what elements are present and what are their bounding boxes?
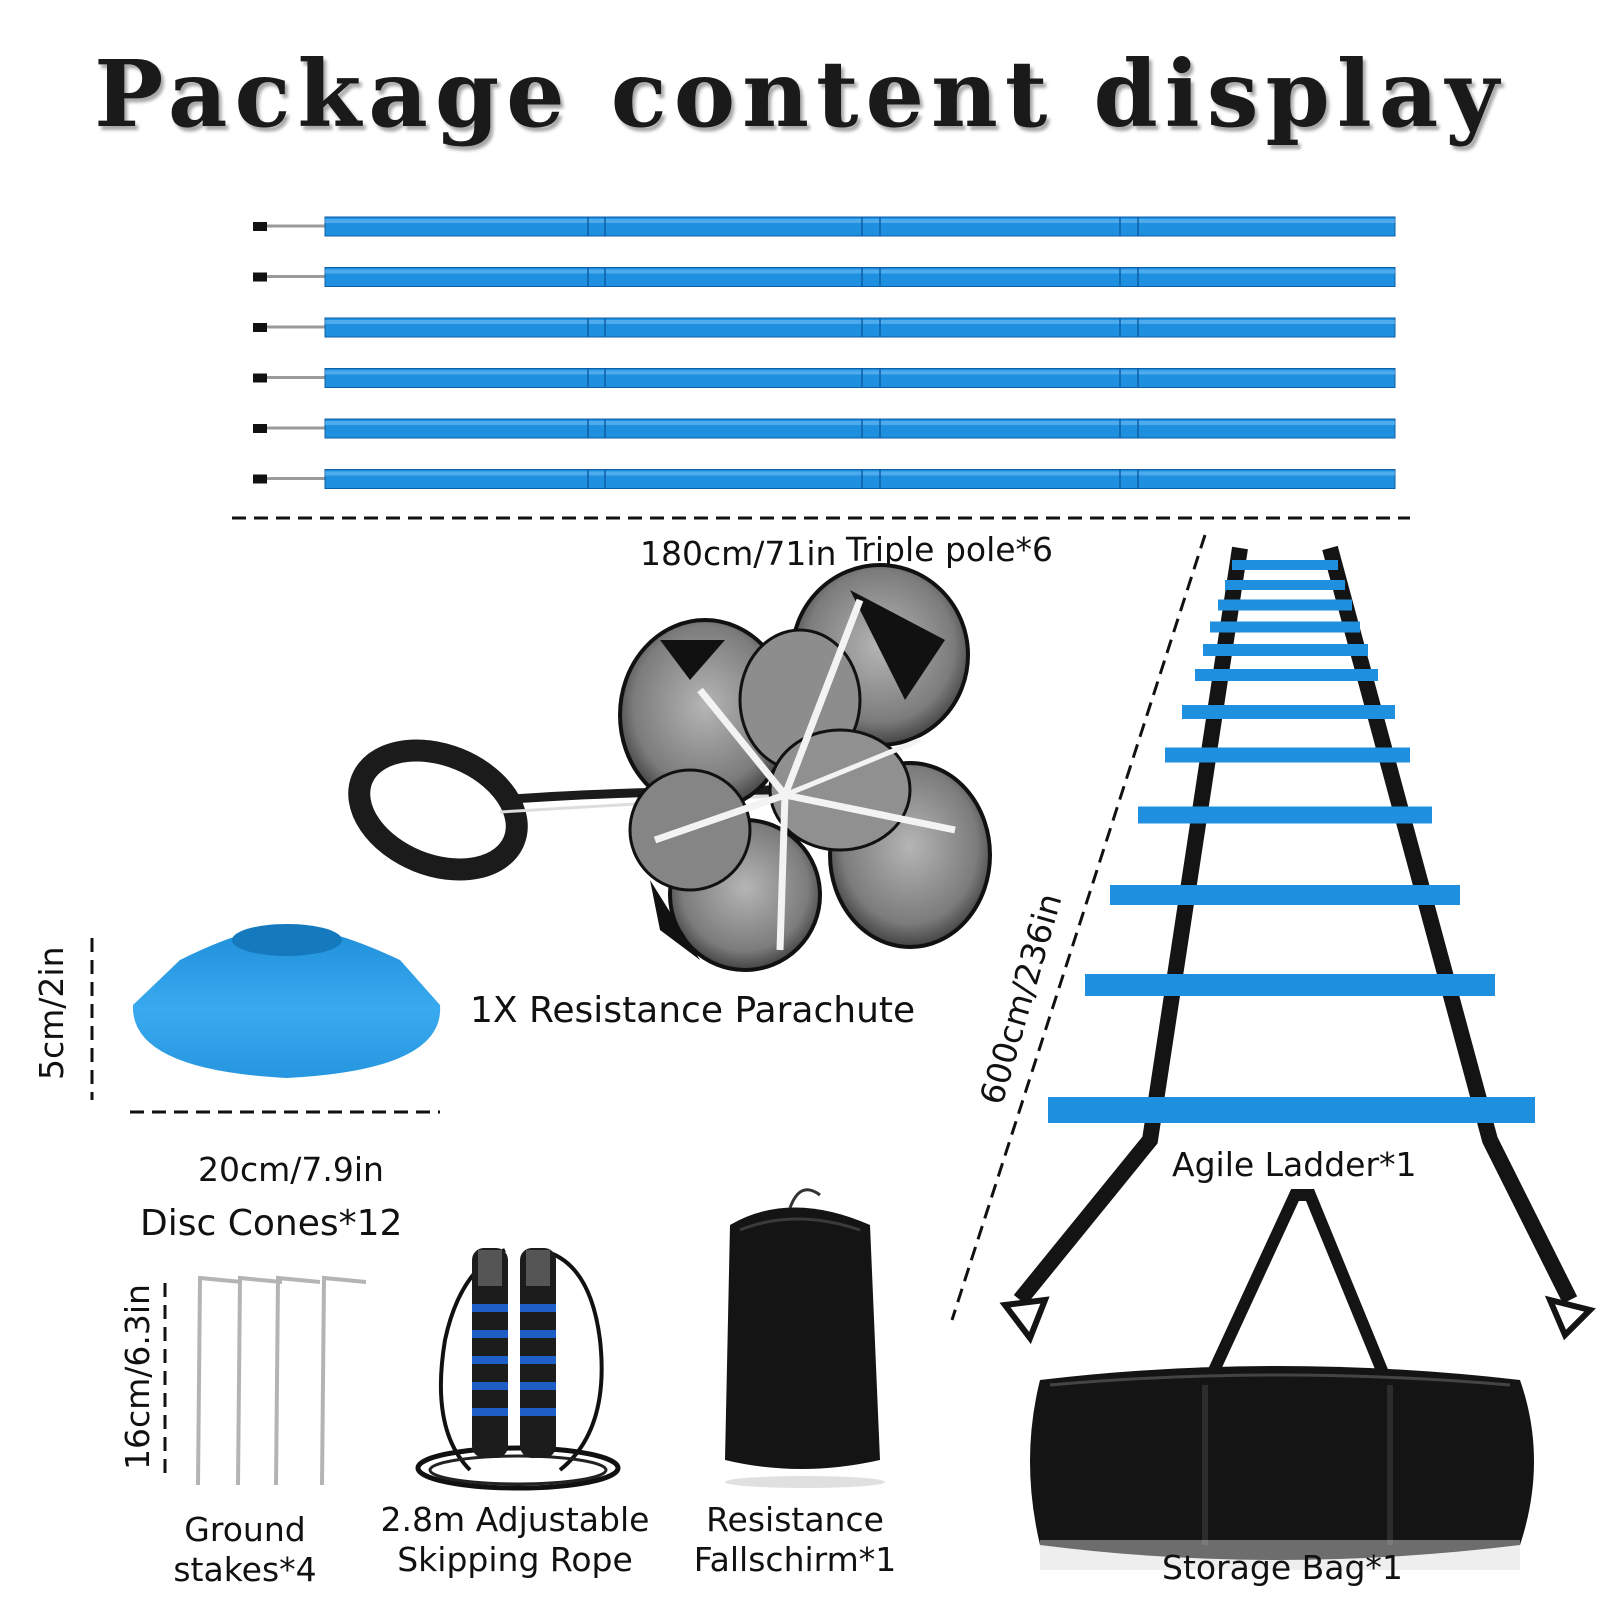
pole <box>253 469 1396 489</box>
poles-dimension-line <box>232 516 1410 520</box>
ladder-rung <box>1165 747 1410 763</box>
rope-name-label: 2.8m Adjustable Skipping Rope <box>370 1500 660 1579</box>
pouch-name-label: Resistance Fallschirm*1 <box>685 1500 905 1579</box>
ladder-rung <box>1138 806 1432 824</box>
ladder-name-label: Agile Ladder*1 <box>1172 1145 1417 1184</box>
ladder-rung <box>1218 599 1352 611</box>
ladder-rung <box>1225 580 1345 590</box>
page-title: Package content display <box>94 40 1506 148</box>
resistance-parachute-image <box>348 563 992 972</box>
pole <box>253 418 1396 439</box>
ground-stakes-image <box>163 1275 367 1486</box>
ladder-rung <box>1195 669 1378 681</box>
pole <box>253 216 1396 237</box>
rope-name-line1: 2.8m Adjustable <box>380 1500 650 1539</box>
poles-name-label: Triple pole*6 <box>846 530 1054 569</box>
pole <box>253 267 1396 287</box>
ladder-rung <box>1182 705 1395 719</box>
ladder-rung <box>1110 885 1460 905</box>
cone-name-label: Disc Cones*12 <box>140 1203 403 1244</box>
ladder-rung <box>1203 644 1368 656</box>
poles-size-label: 180cm/71in <box>640 534 837 573</box>
ladder-rung <box>1210 621 1360 633</box>
rope-name-line2: Skipping Rope <box>397 1539 633 1579</box>
pole <box>253 317 1396 338</box>
pouch-name-line1: Resistance <box>706 1500 884 1539</box>
cone-width-label: 20cm/7.9in <box>198 1150 384 1189</box>
parachute-name-label: 1X Resistance Parachute <box>470 990 916 1031</box>
stakes-name-line1: Ground <box>184 1510 306 1549</box>
ladder-rung <box>1048 1097 1535 1123</box>
agility-ladder-image <box>950 534 1596 1345</box>
skipping-rope-image <box>415 1248 621 1491</box>
pole <box>253 368 1396 388</box>
ladder-rung <box>1085 974 1495 996</box>
bag-name-label: Storage Bag*1 <box>1162 1548 1403 1587</box>
disc-cone-image <box>90 924 441 1114</box>
stakes-name-label: Ground stakes*4 <box>150 1510 340 1589</box>
ladder-rung <box>1232 560 1338 570</box>
parachute-pouch-image <box>725 1188 885 1488</box>
stakes-name-line2: stakes*4 <box>173 1549 317 1589</box>
pouch-name-line2: Fallschirm*1 <box>693 1539 897 1579</box>
triple-poles-image <box>253 216 1396 489</box>
